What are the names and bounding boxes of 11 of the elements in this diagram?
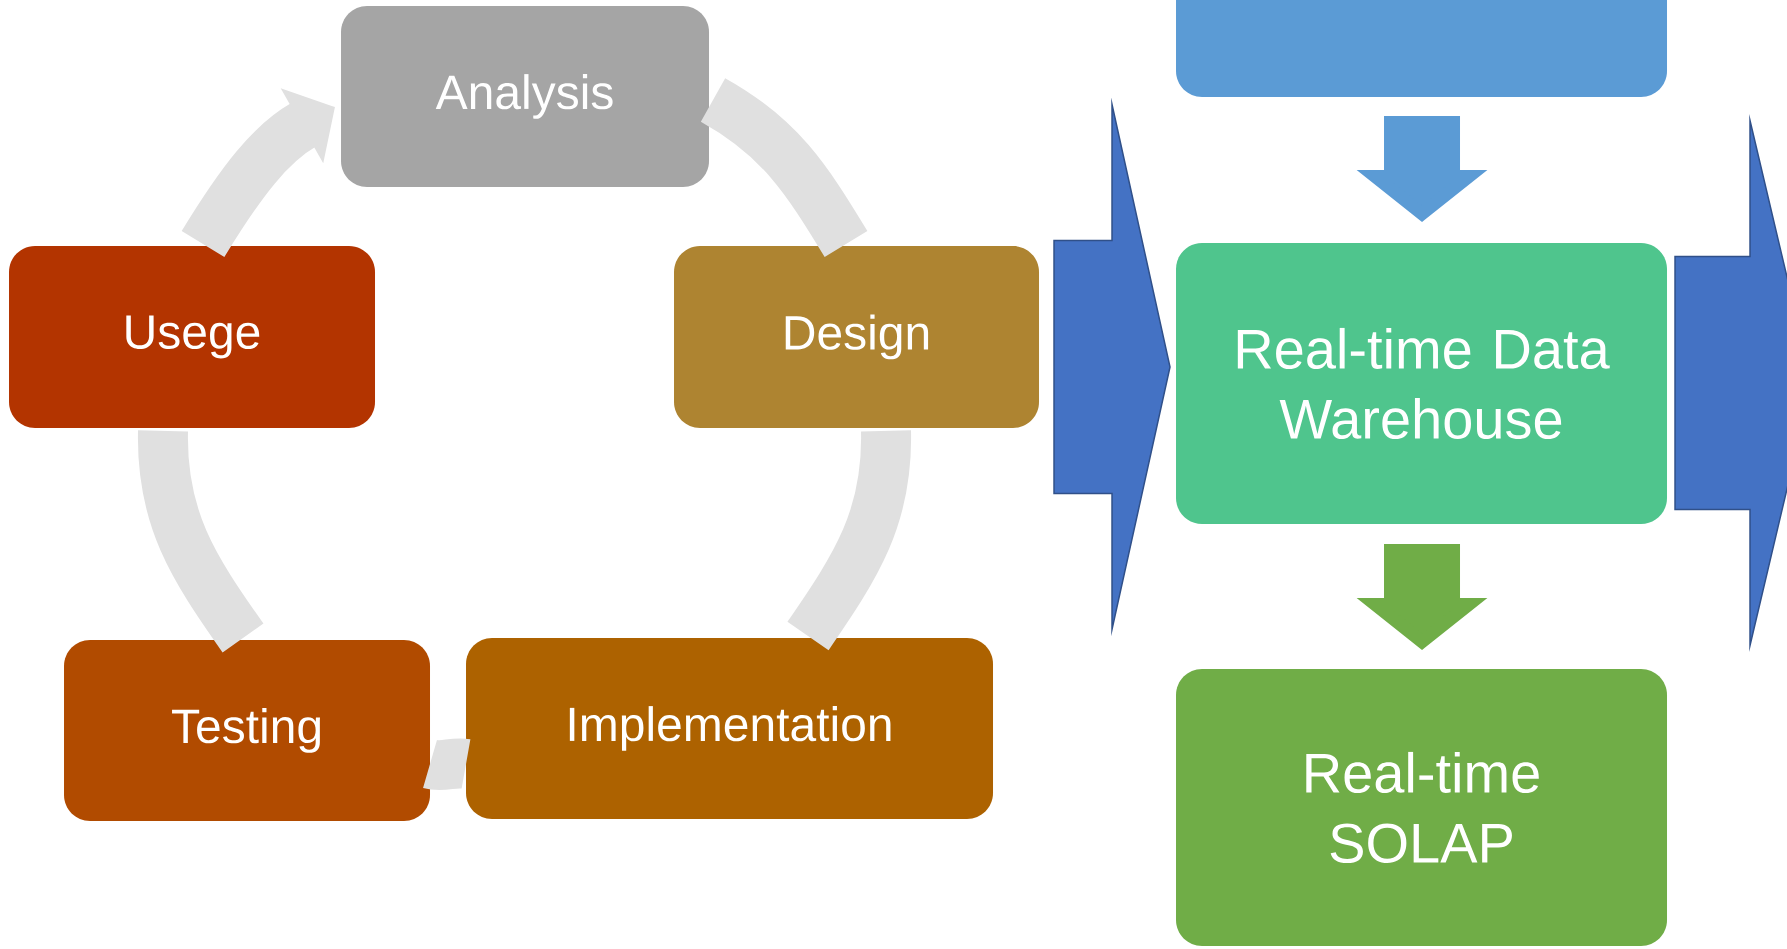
process-box: Analysis	[341, 6, 709, 187]
block-arrow	[1674, 114, 1787, 652]
process-box: Real-time Data Warehouse	[1176, 243, 1667, 524]
process-box: Design	[674, 246, 1039, 428]
cycle-arrow	[181, 88, 335, 258]
process-box: Implementation	[466, 638, 993, 819]
process-box: Usege	[9, 246, 375, 428]
block-arrow	[1053, 97, 1171, 637]
process-box: Testing	[64, 640, 430, 821]
process-box: Real-time SOLAP	[1176, 669, 1667, 946]
box	[1176, 0, 1667, 97]
